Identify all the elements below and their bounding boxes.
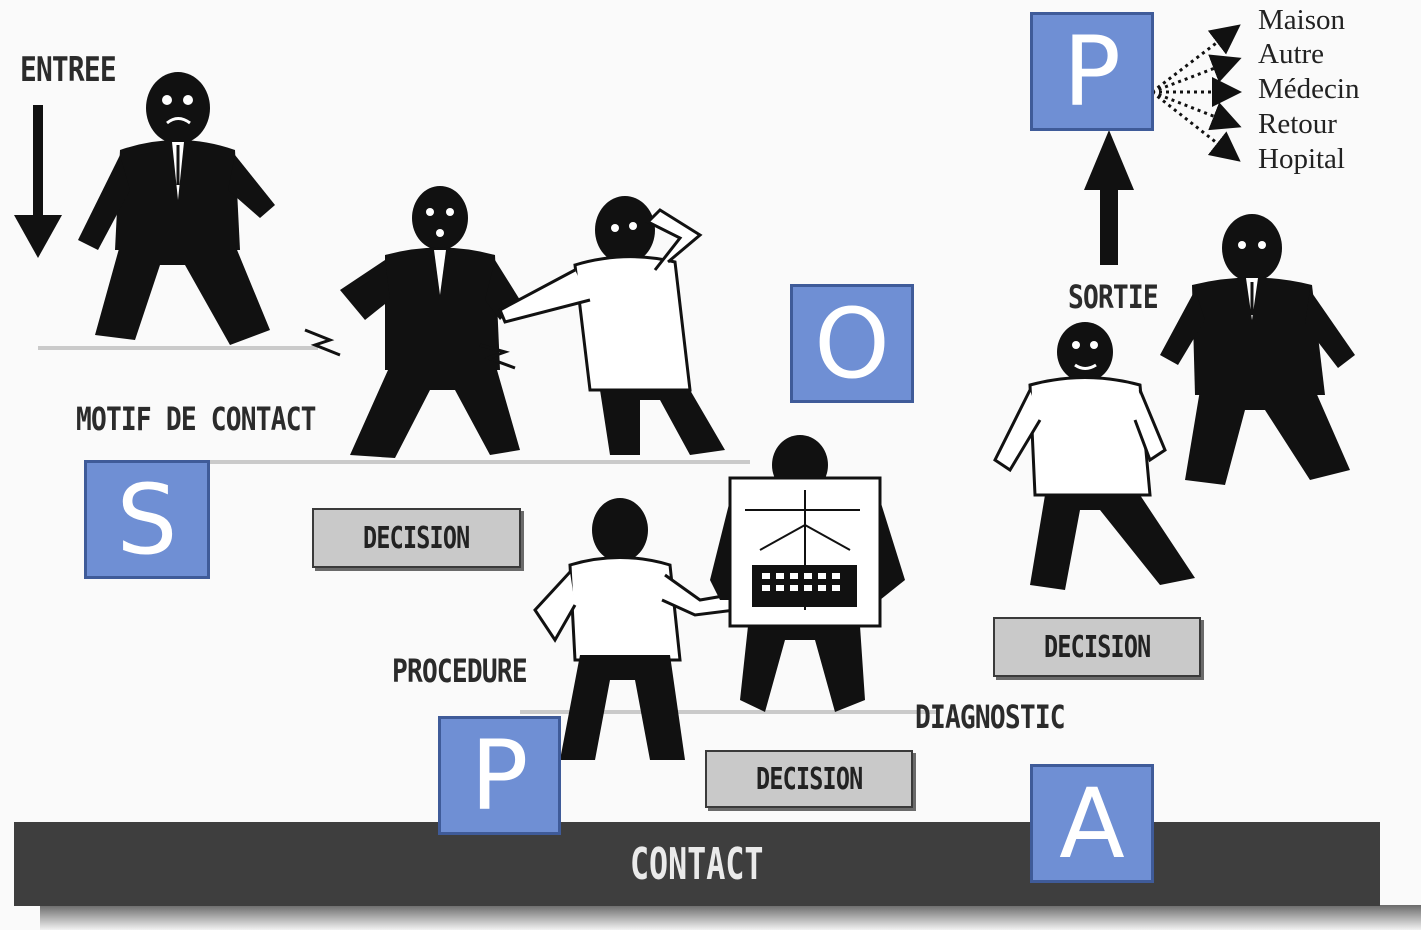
- outcome-retour: Retour: [1258, 108, 1337, 140]
- doctor-discharge-figure: [993, 322, 1195, 590]
- outcome-medecin: Médecin: [1258, 73, 1360, 105]
- decision-box-1: DECISION: [312, 508, 521, 568]
- patient-leaving-figure: [1160, 214, 1355, 485]
- soap-p-top-letter: P: [1063, 15, 1121, 128]
- decision-label: DECISION: [363, 520, 470, 556]
- patient-entering-figure: [78, 72, 275, 345]
- patient-in-pain-figure: [304, 186, 520, 458]
- decision-box-3: DECISION: [705, 750, 913, 808]
- contact-label: CONTACT: [630, 838, 764, 890]
- soap-p-top-box: P: [1030, 12, 1154, 131]
- soap-s-letter: S: [116, 463, 178, 576]
- soap-o-box: O: [790, 284, 914, 403]
- entree-label: ENTREE: [20, 50, 117, 90]
- motif-de-contact-label: MOTIF DE CONTACT: [76, 400, 316, 438]
- soap-o-letter: O: [814, 287, 890, 400]
- soap-a-letter: A: [1059, 767, 1125, 880]
- outcome-maison: Maison: [1258, 4, 1345, 36]
- ground-shadows: [38, 346, 940, 714]
- sortie-arrow-icon: [1084, 130, 1134, 265]
- decision-box-2: DECISION: [993, 617, 1201, 677]
- entree-arrow-icon: [14, 105, 62, 258]
- outcome-autre: Autre: [1258, 38, 1325, 70]
- contact-bar: CONTACT: [14, 822, 1380, 906]
- outcome-arrows: [1151, 24, 1242, 162]
- outcome-hopital: Hopital: [1258, 143, 1345, 175]
- xray-patient-figure: [710, 435, 905, 712]
- decision-label: DECISION: [1043, 629, 1151, 665]
- soap-p-bottom-letter: P: [470, 719, 529, 832]
- procedure-label: PROCEDURE: [392, 652, 528, 690]
- diagnostic-label: DIAGNOSTIC: [915, 698, 1066, 736]
- soap-s-box: S: [84, 460, 210, 579]
- soap-p-bottom-box: P: [438, 716, 561, 835]
- doctor-examining-figure: [498, 196, 725, 455]
- contact-bar-shadow: [40, 905, 1421, 930]
- decision-label: DECISION: [755, 761, 863, 797]
- soap-a-box: A: [1030, 764, 1154, 883]
- sortie-label: SORTIE: [1068, 278, 1159, 316]
